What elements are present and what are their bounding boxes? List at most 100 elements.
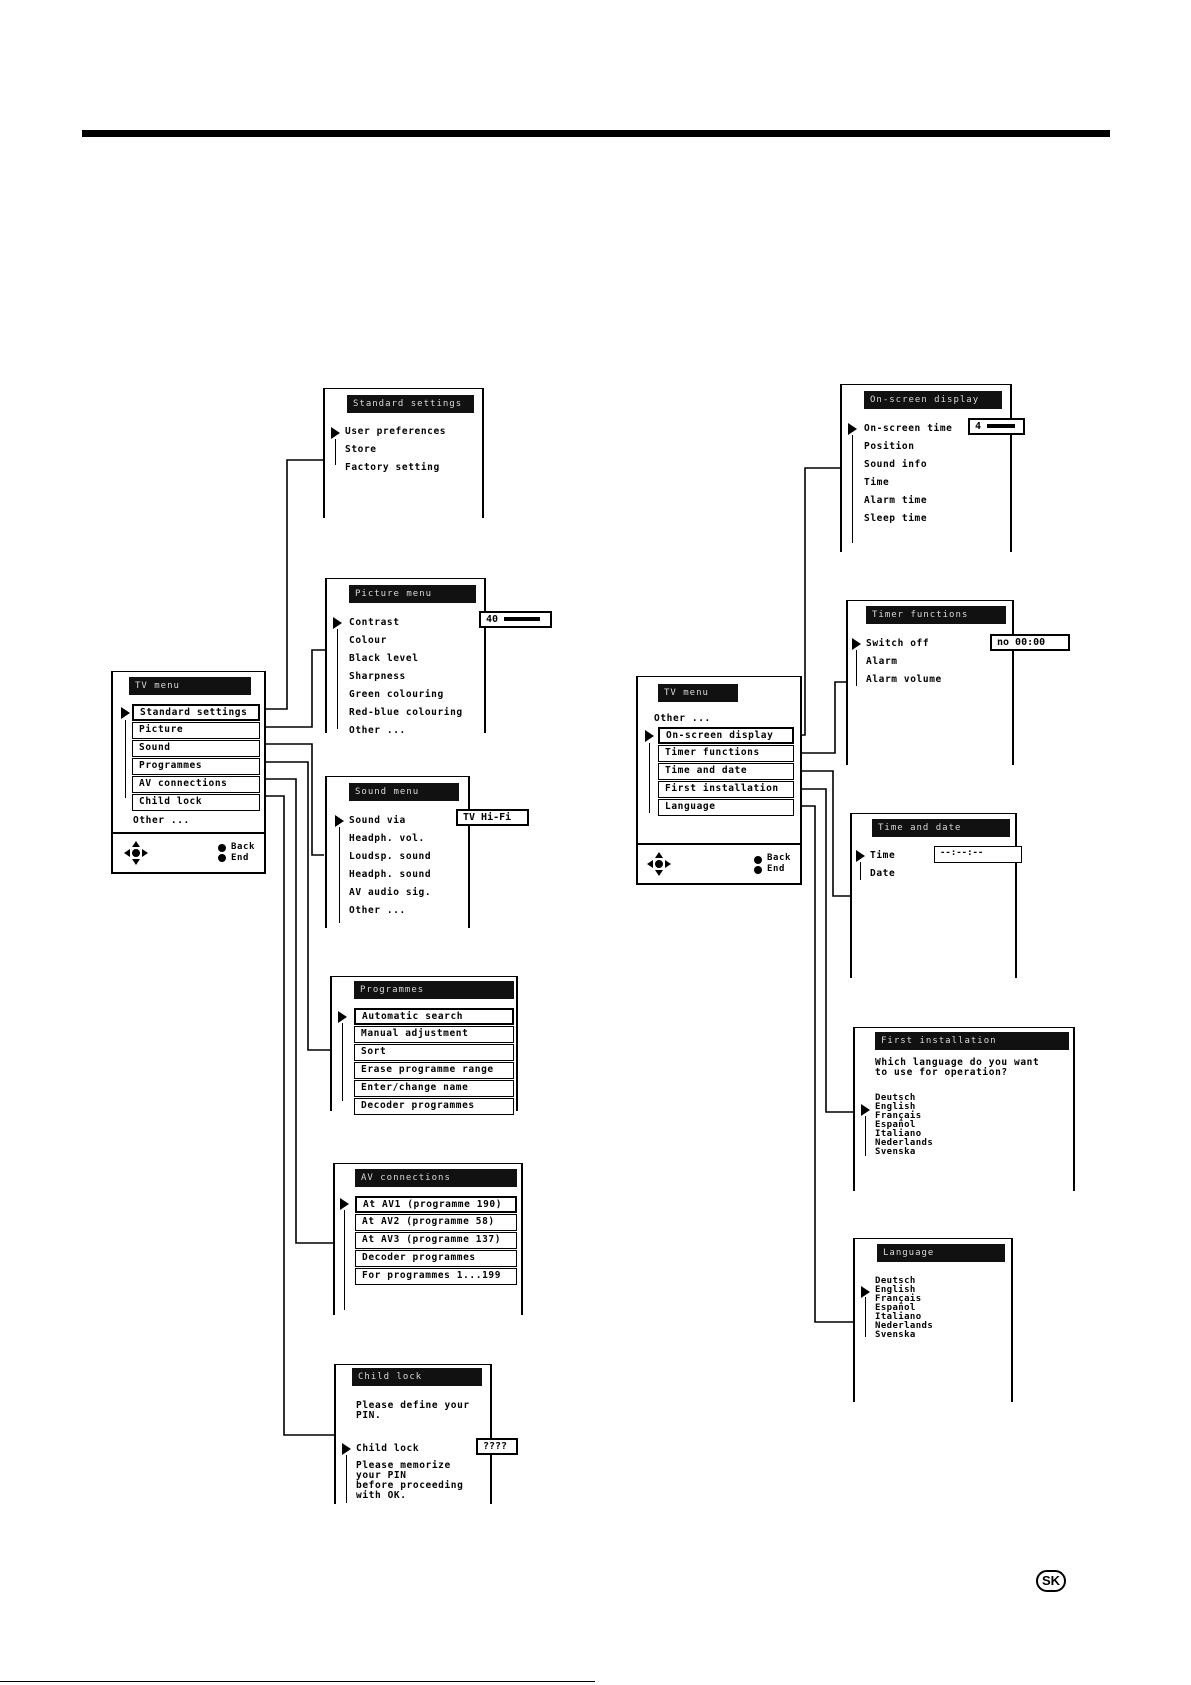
selection-arrow-icon <box>335 815 344 827</box>
tv-menu-item-av-connections[interactable]: AV connections <box>132 776 260 793</box>
picture-menu-title: Picture menu <box>349 585 476 603</box>
end-label: End <box>231 853 250 863</box>
selection-arrow-icon <box>852 638 861 650</box>
tv-menu-item-picture[interactable]: Picture <box>132 722 260 739</box>
language-menu: Language Deutsch English Français Españo… <box>853 1238 1013 1402</box>
tv-menu-item-other[interactable]: Other ... <box>133 815 190 826</box>
picture-item-other[interactable]: Other ... <box>349 725 406 736</box>
sound-item-sound-via[interactable]: Sound via <box>349 815 406 826</box>
sound-item-headph-vol[interactable]: Headph. vol. <box>349 833 425 844</box>
tv-menu-item-sound[interactable]: Sound <box>132 740 260 757</box>
onscreen-time-bar <box>987 424 1016 428</box>
timer-functions-title: Timer functions <box>866 606 1006 624</box>
tv-menu-item-language[interactable]: Language <box>658 799 794 816</box>
av-item-at-av2[interactable]: At AV2 (programme 58) <box>355 1214 517 1231</box>
language-list[interactable]: Deutsch English Français Español Italian… <box>875 1276 934 1340</box>
sound-item-loudsp-sound[interactable]: Loudsp. sound <box>349 851 432 862</box>
child-lock-menu: Child lock Please define your PIN. Child… <box>334 1364 492 1504</box>
contrast-value-box[interactable]: 40 <box>479 611 552 628</box>
av-item-decoder-programmes[interactable]: Decoder programmes <box>355 1250 517 1267</box>
standard-settings-item-user-preferences[interactable]: User preferences <box>345 426 447 437</box>
menu-guide-line <box>342 1023 343 1101</box>
selection-arrow-icon <box>848 423 857 435</box>
programmes-menu-title: Programmes <box>354 981 514 999</box>
standard-settings-item-store[interactable]: Store <box>345 444 377 455</box>
av-item-at-av3[interactable]: At AV3 (programme 137) <box>355 1232 517 1249</box>
timer-item-alarm[interactable]: Alarm <box>866 656 898 667</box>
header-rule <box>82 130 1110 137</box>
osd-item-sleep-time[interactable]: Sleep time <box>864 513 928 524</box>
av-item-for-programmes[interactable]: For programmes 1...199 <box>355 1268 517 1285</box>
selection-arrow-icon <box>856 850 865 862</box>
pin-value-box[interactable]: ???? <box>476 1438 518 1455</box>
osd-item-time[interactable]: Time <box>864 477 890 488</box>
tv-menu-item-programmes[interactable]: Programmes <box>132 758 260 775</box>
tv-menu-item-standard-settings[interactable]: Standard settings <box>132 704 260 721</box>
picture-item-contrast[interactable]: Contrast <box>349 617 400 628</box>
timer-item-switch-off[interactable]: Switch off <box>866 638 930 649</box>
standard-settings-item-factory-setting[interactable]: Factory setting <box>345 462 440 473</box>
page-badge: SK <box>1036 1570 1066 1592</box>
time-and-date-menu: Time and date Time Date <box>850 813 1017 978</box>
selection-arrow-icon <box>645 730 654 742</box>
sound-via-value-box[interactable]: TV Hi-Fi <box>456 809 529 826</box>
selection-arrow-icon <box>331 427 340 439</box>
connector-child-lock <box>258 795 334 1436</box>
osd-item-onscreen-time[interactable]: On-screen time <box>864 423 953 434</box>
picture-item-red-blue-colouring[interactable]: Red-blue colouring <box>349 707 463 718</box>
programmes-item-automatic-search[interactable]: Automatic search <box>354 1008 514 1025</box>
child-lock-item[interactable]: Child lock <box>356 1443 420 1454</box>
first-installation-menu: First installation Which language do you… <box>853 1027 1075 1191</box>
connector-standard-settings <box>258 459 326 710</box>
onscreen-time-value-box[interactable]: 4 <box>968 418 1025 435</box>
selection-arrow-icon <box>861 1104 870 1116</box>
connector-programmes <box>258 761 330 1051</box>
tv-menu-item-onscreen-display[interactable]: On-screen display <box>658 727 794 744</box>
time-value-box[interactable]: --:--:-- <box>934 846 1022 863</box>
programmes-item-enter-change-name[interactable]: Enter/change name <box>354 1080 514 1097</box>
back-label: Back <box>231 842 256 852</box>
tv-menu-item-child-lock[interactable]: Child lock <box>132 794 260 811</box>
switch-off-value-box[interactable]: no 00:00 <box>990 634 1070 651</box>
programmes-item-sort[interactable]: Sort <box>354 1044 514 1061</box>
picture-menu: Picture menu Contrast Colour Black level… <box>325 578 486 736</box>
tv-menu-item-timer-functions[interactable]: Timer functions <box>658 745 794 762</box>
tv-menu-left-title: TV menu <box>129 677 251 695</box>
osd-item-sound-info[interactable]: Sound info <box>864 459 928 470</box>
tv-menu-separator <box>113 832 264 834</box>
first-installation-language-list[interactable]: Deutsch English Français Español Italian… <box>875 1093 934 1157</box>
programmes-item-decoder-programmes[interactable]: Decoder programmes <box>354 1098 514 1115</box>
standard-settings-title: Standard settings <box>347 395 474 413</box>
connector-sound <box>258 743 324 856</box>
osd-item-position[interactable]: Position <box>864 441 915 452</box>
connector-picture <box>258 649 326 728</box>
tv-menu-right: TV menu Other ... On-screen display Time… <box>636 676 802 885</box>
av-item-at-av1[interactable]: At AV1 (programme 190) <box>355 1196 517 1213</box>
selection-arrow-icon <box>333 617 342 629</box>
osd-item-alarm-time[interactable]: Alarm time <box>864 495 928 506</box>
menu-guide-line <box>346 1455 347 1503</box>
menu-guide-line <box>125 720 126 798</box>
picture-item-sharpness[interactable]: Sharpness <box>349 671 406 682</box>
tv-menu-item-first-installation[interactable]: First installation <box>658 781 794 798</box>
time-date-item-date[interactable]: Date <box>870 868 896 879</box>
menu-guide-line <box>865 1297 866 1337</box>
onscreen-display-title: On-screen display <box>864 391 1002 409</box>
sound-item-other[interactable]: Other ... <box>349 905 406 916</box>
programmes-item-erase-programme-range[interactable]: Erase programme range <box>354 1062 514 1079</box>
picture-item-colour[interactable]: Colour <box>349 635 387 646</box>
picture-item-black-level[interactable]: Black level <box>349 653 419 664</box>
sound-item-av-audio-sig[interactable]: AV audio sig. <box>349 887 432 898</box>
sound-item-headph-sound[interactable]: Headph. sound <box>349 869 432 880</box>
tv-menu-right-title: TV menu <box>658 684 738 702</box>
av-connections-menu-title: AV connections <box>355 1169 517 1187</box>
av-connections-menu: AV connections At AV1 (programme 190) At… <box>333 1163 523 1315</box>
timer-item-alarm-volume[interactable]: Alarm volume <box>866 674 942 685</box>
onscreen-display-menu: On-screen display On-screen time Positio… <box>840 384 1012 552</box>
time-date-item-time[interactable]: Time <box>870 850 896 861</box>
tv-menu-item-time-and-date[interactable]: Time and date <box>658 763 794 780</box>
tv-menu-right-item-other[interactable]: Other ... <box>654 713 711 724</box>
menu-guide-line <box>852 435 853 543</box>
picture-item-green-colouring[interactable]: Green colouring <box>349 689 444 700</box>
programmes-item-manual-adjustment[interactable]: Manual adjustment <box>354 1026 514 1043</box>
